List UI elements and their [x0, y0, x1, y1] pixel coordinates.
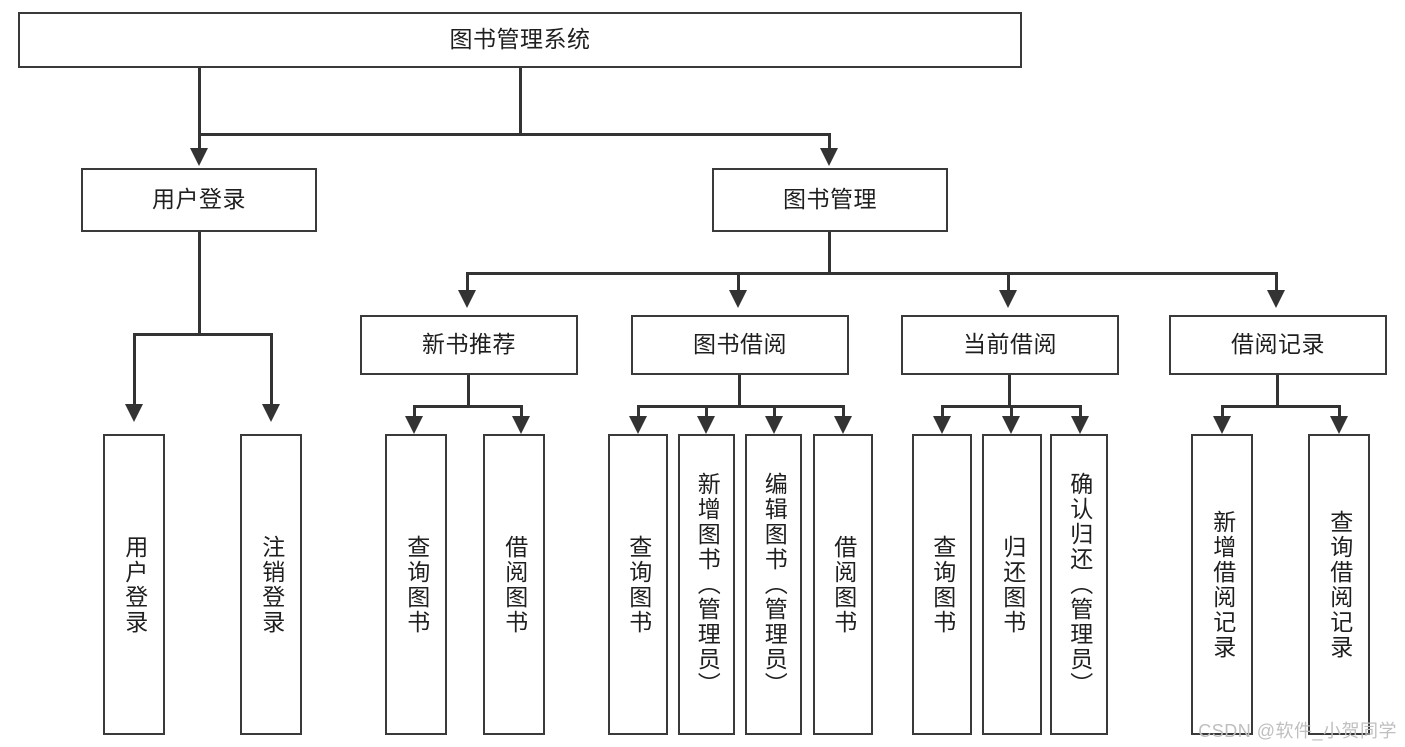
node-book-management: 图书管理 — [712, 168, 948, 232]
node-current-borrow: 当前借阅 — [901, 315, 1119, 375]
edge-nbr-bus — [413, 405, 523, 408]
edge-root-stem-center — [519, 68, 522, 135]
arrowhead-cb-child-0 — [933, 416, 951, 434]
edge-cb-child-0 — [941, 405, 944, 420]
edge-cb-child-1 — [1010, 405, 1013, 420]
arrowhead-to-book-management — [820, 148, 838, 166]
node-leaf-bb-borrow-book: 借阅图书 — [813, 434, 873, 735]
edge-cb-child-2 — [1079, 405, 1082, 420]
edge-to-book-management — [828, 133, 831, 153]
node-label: 查询图书 — [625, 534, 652, 635]
arrowhead-bb-child-1 — [697, 416, 715, 434]
node-leaf-user-login: 用户登录 — [103, 434, 165, 735]
edge-br-stem — [1276, 375, 1279, 407]
arrowhead-user-login-child-0 — [125, 404, 143, 422]
edge-user-login-bus — [133, 333, 273, 336]
arrowhead-nbr-child-1 — [512, 416, 530, 434]
arrowhead-bm-child-0 — [458, 290, 476, 308]
edge-root-stem — [198, 68, 201, 135]
node-label: 图书管理 — [783, 186, 877, 213]
arrowhead-br-child-0 — [1213, 416, 1231, 434]
node-user-login: 用户登录 — [81, 168, 317, 232]
node-borrow-record: 借阅记录 — [1169, 315, 1387, 375]
arrowhead-br-child-1 — [1330, 416, 1348, 434]
edge-br-child-1 — [1338, 405, 1341, 420]
arrowhead-nbr-child-0 — [405, 416, 423, 434]
edge-user-login-stem — [198, 232, 201, 335]
edge-bm-child-2 — [1007, 272, 1010, 294]
node-label: 注销登录 — [258, 534, 285, 635]
watermark: CSDN @软件_小贺同学 — [1198, 721, 1397, 741]
edge-bb-child-3 — [842, 405, 845, 420]
arrowhead-user-login-child-1 — [262, 404, 280, 422]
node-label: 借阅图书 — [501, 534, 528, 635]
edge-bb-stem — [738, 375, 741, 407]
arrowhead-cb-child-1 — [1002, 416, 1020, 434]
edge-bm-child-3 — [1275, 272, 1278, 294]
node-root-book-management-system: 图书管理系统 — [18, 12, 1022, 68]
edge-to-user-login — [198, 133, 201, 153]
node-leaf-nbr-borrow-book: 借阅图书 — [483, 434, 545, 735]
node-book-borrow: 图书借阅 — [631, 315, 849, 375]
node-leaf-cb-return-book: 归还图书 — [982, 434, 1042, 735]
edge-nbr-stem — [467, 375, 470, 407]
node-label: 用户登录 — [152, 186, 246, 213]
node-label: 查询图书 — [929, 534, 956, 635]
node-label: 当前借阅 — [963, 331, 1057, 358]
node-label: 查询图书 — [403, 534, 430, 635]
node-label: 编辑图书（管理员） — [761, 472, 788, 697]
node-new-book-recommend: 新书推荐 — [360, 315, 578, 375]
edge-book-management-stem — [828, 232, 831, 274]
node-label: 归还图书 — [999, 534, 1026, 635]
edge-bm-child-1 — [737, 272, 740, 294]
edge-br-child-0 — [1221, 405, 1224, 420]
arrowhead-to-user-login — [190, 148, 208, 166]
edge-bb-bus — [637, 405, 845, 408]
node-leaf-logout: 注销登录 — [240, 434, 302, 735]
node-label: 借阅图书 — [830, 534, 857, 635]
node-leaf-cb-query-book: 查询图书 — [912, 434, 972, 735]
edge-bb-child-2 — [773, 405, 776, 420]
edge-nbr-child-0 — [413, 405, 416, 420]
edge-nbr-child-1 — [520, 405, 523, 420]
node-leaf-nbr-query-book: 查询图书 — [385, 434, 447, 735]
node-label: 新书推荐 — [422, 331, 516, 358]
node-leaf-bb-query-book: 查询图书 — [608, 434, 668, 735]
edge-book-management-bus — [466, 272, 1278, 275]
edge-bb-child-1 — [705, 405, 708, 420]
node-leaf-br-query-record: 查询借阅记录 — [1308, 434, 1370, 735]
node-label: 确认归还（管理员） — [1066, 472, 1093, 697]
node-leaf-bb-add-book-admin: 新增图书（管理员） — [678, 434, 735, 735]
node-label: 用户登录 — [121, 534, 148, 635]
edge-bm-child-0 — [466, 272, 469, 294]
edge-user-login-child-1 — [270, 333, 273, 408]
node-leaf-bb-edit-book-admin: 编辑图书（管理员） — [745, 434, 802, 735]
arrowhead-bm-child-2 — [999, 290, 1017, 308]
edge-bb-child-0 — [637, 405, 640, 420]
node-label: 图书借阅 — [693, 331, 787, 358]
arrowhead-bb-child-0 — [629, 416, 647, 434]
edge-cb-stem — [1008, 375, 1011, 407]
node-leaf-br-add-record: 新增借阅记录 — [1191, 434, 1253, 735]
node-label: 新增借阅记录 — [1209, 509, 1236, 660]
edge-br-bus — [1221, 405, 1341, 408]
arrowhead-bm-child-1 — [729, 290, 747, 308]
node-leaf-cb-confirm-return-admin: 确认归还（管理员） — [1050, 434, 1108, 735]
node-label: 新增图书（管理员） — [694, 472, 721, 697]
arrowhead-bm-child-3 — [1267, 290, 1285, 308]
edge-level2-bus — [198, 133, 831, 136]
node-label: 图书管理系统 — [449, 26, 591, 53]
node-label: 查询借阅记录 — [1326, 509, 1353, 660]
arrowhead-bb-child-2 — [765, 416, 783, 434]
arrowhead-bb-child-3 — [834, 416, 852, 434]
edge-user-login-child-0 — [133, 333, 136, 408]
arrowhead-cb-child-2 — [1071, 416, 1089, 434]
node-label: 借阅记录 — [1231, 331, 1325, 358]
